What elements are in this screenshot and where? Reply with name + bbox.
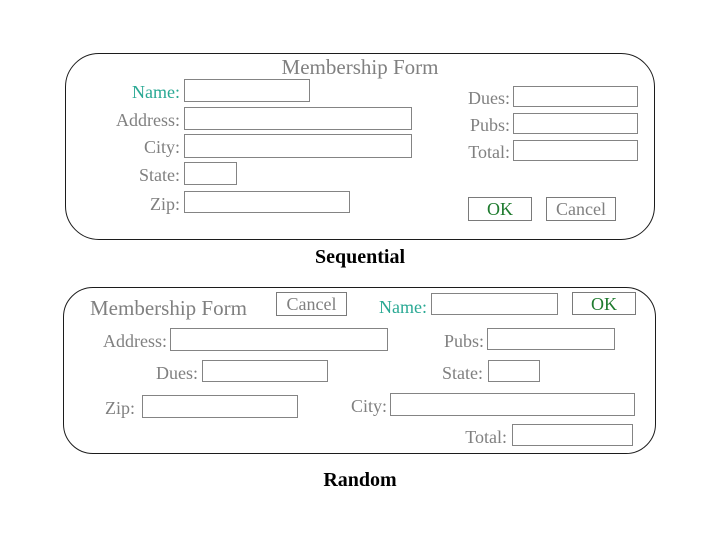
random-form-title: Membership Form [90, 296, 247, 320]
seq-address-label: Address: [116, 110, 180, 130]
seq-city-input[interactable] [184, 134, 412, 158]
seq-zip-label: Zip: [150, 194, 180, 214]
seq-cancel-button[interactable]: Cancel [546, 197, 616, 221]
seq-state-input[interactable] [184, 162, 237, 185]
sequential-caption: Sequential [314, 246, 406, 268]
seq-address-input[interactable] [184, 107, 412, 130]
rand-ok-button[interactable]: OK [572, 292, 636, 315]
rand-city-label: City: [350, 396, 387, 416]
rand-zip-input[interactable] [142, 395, 298, 418]
seq-zip-input[interactable] [184, 191, 350, 213]
rand-state-label: State: [442, 363, 483, 383]
seq-pubs-label: Pubs: [469, 115, 510, 135]
sequential-form-title: Membership Form [281, 55, 439, 79]
seq-dues-label: Dues: [468, 88, 510, 108]
rand-pubs-label: Pubs: [443, 331, 484, 351]
rand-dues-label: Dues: [156, 363, 198, 383]
seq-state-label: State: [139, 165, 180, 185]
rand-pubs-input[interactable] [487, 328, 615, 350]
seq-total-input[interactable] [513, 140, 638, 161]
rand-dues-input[interactable] [202, 360, 328, 382]
rand-city-input[interactable] [390, 393, 635, 416]
seq-total-label: Total: [468, 142, 510, 162]
rand-address-label: Address: [103, 331, 167, 351]
rand-address-input[interactable] [170, 328, 388, 351]
rand-total-input[interactable] [512, 424, 633, 446]
rand-cancel-button[interactable]: Cancel [276, 292, 347, 316]
random-caption: Random [323, 469, 397, 491]
seq-dues-input[interactable] [513, 86, 638, 107]
rand-state-input[interactable] [488, 360, 540, 382]
seq-name-input[interactable] [184, 79, 310, 102]
seq-city-label: City: [143, 137, 180, 157]
rand-name-input[interactable] [431, 293, 558, 315]
rand-zip-label: Zip: [105, 398, 135, 418]
rand-total-label: Total: [465, 427, 507, 447]
seq-name-label: Name: [132, 82, 180, 102]
rand-name-label: Name: [379, 297, 427, 317]
seq-pubs-input[interactable] [513, 113, 638, 134]
seq-ok-button[interactable]: OK [468, 197, 532, 221]
